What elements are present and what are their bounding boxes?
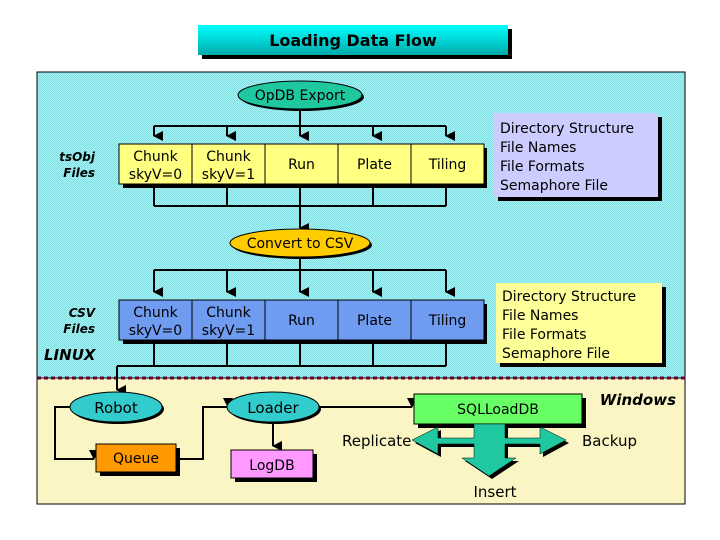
title-box bbox=[198, 25, 508, 55]
csv-info-line: File Names bbox=[502, 308, 578, 324]
convert-to-csv-node: Convert to CSV bbox=[229, 228, 372, 259]
tsobj-label-line2: Files bbox=[63, 166, 95, 180]
csv-box-line2: skyV=0 bbox=[129, 323, 182, 339]
tsobj-info-line: Semaphore File bbox=[500, 178, 608, 194]
tsobj-box-label: Tiling bbox=[428, 157, 467, 173]
tsobj-file-boxes: Chunk skyV=0 Chunk skyV=1 Run Plate Tiling bbox=[118, 143, 487, 188]
opdb-export-label: OpDB Export bbox=[255, 88, 346, 104]
sqlloaddb-node: SQLLoadDB bbox=[413, 393, 586, 428]
tsobj-box-chunk-0: Chunk skyV=0 bbox=[118, 143, 193, 185]
windows-label: Windows bbox=[600, 391, 676, 409]
csv-box-line1: Chunk bbox=[133, 305, 178, 321]
tsobj-box-line2: skyV=0 bbox=[129, 167, 182, 183]
tsobj-box-line1: Chunk bbox=[133, 149, 178, 165]
csv-box-label: Tiling bbox=[428, 313, 467, 329]
robot-label: Robot bbox=[94, 399, 138, 417]
tsobj-info-line: File Names bbox=[500, 140, 576, 156]
linux-label: LINUX bbox=[44, 346, 97, 364]
tsobj-label-line1: tsObj bbox=[59, 150, 96, 164]
robot-node: Robot bbox=[69, 391, 164, 424]
sqlloaddb-label: SQLLoadDB bbox=[457, 402, 539, 418]
replicate-backup-insert-arrow bbox=[411, 423, 569, 479]
insert-label: Insert bbox=[473, 483, 516, 501]
loader-node: Loader bbox=[226, 391, 321, 424]
csv-info-line: File Formats bbox=[502, 327, 587, 343]
csv-box-run: Run bbox=[264, 299, 339, 341]
tsobj-box-label: Plate bbox=[357, 157, 392, 173]
tsobj-box-plate: Plate bbox=[337, 143, 412, 185]
backup-label: Backup bbox=[582, 432, 637, 450]
csv-box-tiling: Tiling bbox=[410, 299, 485, 341]
csv-label-line2: Files bbox=[63, 322, 95, 336]
tsobj-box-line1: Chunk bbox=[206, 149, 251, 165]
opdb-export-node: OpDB Export bbox=[237, 80, 364, 111]
convert-to-csv-label: Convert to CSV bbox=[247, 236, 354, 252]
csv-info-box: Directory Structure File Names File Form… bbox=[496, 283, 666, 367]
queue-label: Queue bbox=[113, 451, 159, 467]
tsobj-box-line2: skyV=1 bbox=[202, 167, 255, 183]
queue-node: Queue bbox=[95, 443, 180, 476]
replicate-label: Replicate bbox=[342, 432, 411, 450]
csv-distribution-lines bbox=[116, 257, 455, 395]
csv-box-chunk-1: Chunk skyV=1 bbox=[191, 299, 266, 341]
logdb-node: LogDB bbox=[230, 449, 317, 482]
tsobj-info-line: Directory Structure bbox=[500, 121, 634, 137]
loader-label: Loader bbox=[247, 399, 299, 417]
csv-box-line1: Chunk bbox=[206, 305, 251, 321]
csv-file-boxes: Chunk skyV=0 Chunk skyV=1 Run Plate Tiling bbox=[118, 299, 487, 344]
csv-box-line2: skyV=1 bbox=[202, 323, 255, 339]
export-distribution-lines bbox=[153, 109, 455, 233]
csv-box-plate: Plate bbox=[337, 299, 412, 341]
tsobj-box-tiling: Tiling bbox=[410, 143, 485, 185]
logdb-label: LogDB bbox=[249, 458, 294, 474]
csv-box-label: Run bbox=[288, 313, 315, 329]
csv-label-line1: CSV bbox=[69, 306, 97, 320]
title-banner: Loading Data Flow bbox=[198, 25, 512, 59]
tsobj-info-box: Directory Structure File Names File Form… bbox=[494, 113, 662, 201]
tsobj-info-line: File Formats bbox=[500, 159, 585, 175]
windows-flow-lines bbox=[54, 398, 417, 460]
csv-box-label: Plate bbox=[357, 313, 392, 329]
csv-info-line: Semaphore File bbox=[502, 346, 610, 362]
csv-box-chunk-0: Chunk skyV=0 bbox=[118, 299, 193, 341]
csv-info-line: Directory Structure bbox=[502, 289, 636, 305]
page-title: Loading Data Flow bbox=[269, 31, 437, 50]
tsobj-box-chunk-1: Chunk skyV=1 bbox=[191, 143, 266, 185]
tsobj-box-run: Run bbox=[264, 143, 339, 185]
tsobj-box-label: Run bbox=[288, 157, 315, 173]
